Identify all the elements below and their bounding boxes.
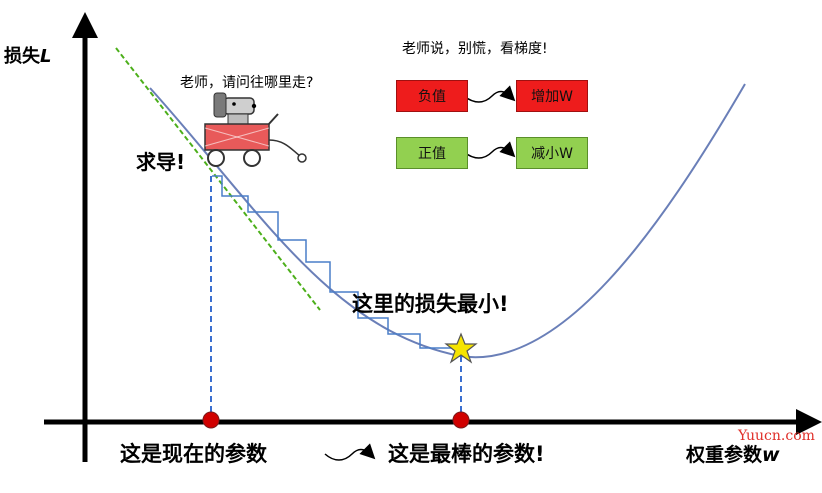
minimum-star-icon — [444, 332, 478, 364]
rule-negative-box: 负值 — [396, 80, 468, 112]
current-param-label: 这是现在的参数 — [120, 442, 267, 466]
minimum-label: 这里的损失最小! — [352, 292, 509, 316]
y-axis-arrow — [72, 12, 98, 38]
y-axis-symbol: L — [40, 46, 52, 67]
rule-decrease-label: 减小W — [531, 146, 573, 162]
rule-decrease-box: 减小W — [516, 137, 588, 169]
x-axis-label-text: 权重参数 — [686, 444, 763, 466]
tangent-line — [115, 47, 321, 311]
teacher-speech: 老师说，别慌，看梯度! — [402, 41, 548, 57]
rule-increase-box: 增加W — [516, 80, 588, 112]
rule-positive-label: 正值 — [418, 146, 446, 162]
rule-positive-box: 正值 — [396, 137, 468, 169]
y-axis-label-text: 损失 — [4, 46, 40, 67]
robot-dog-icon — [204, 92, 307, 167]
rule-negative-label: 负值 — [418, 89, 446, 105]
x-axis-symbol: w — [762, 444, 780, 466]
current-param-marker — [202, 411, 220, 429]
descent-steps — [212, 175, 458, 349]
wavy-arrow-2 — [463, 141, 516, 159]
robot-speech: 老师，请问往哪里走? — [180, 75, 314, 91]
best-param-marker — [452, 411, 470, 429]
wavy-arrow-1 — [463, 85, 516, 103]
x-axis-arrow — [796, 409, 822, 435]
derivative-label: 求导! — [136, 150, 186, 174]
y-axis-label: 损失L — [4, 42, 51, 68]
best-param-label: 这是最棒的参数! — [388, 442, 545, 466]
rule-increase-label: 增加W — [531, 89, 573, 105]
x-axis-label: 权重参数w — [686, 440, 780, 467]
watermark: Yuucn.com — [738, 428, 815, 444]
wavy-arrow-3 — [324, 443, 376, 461]
